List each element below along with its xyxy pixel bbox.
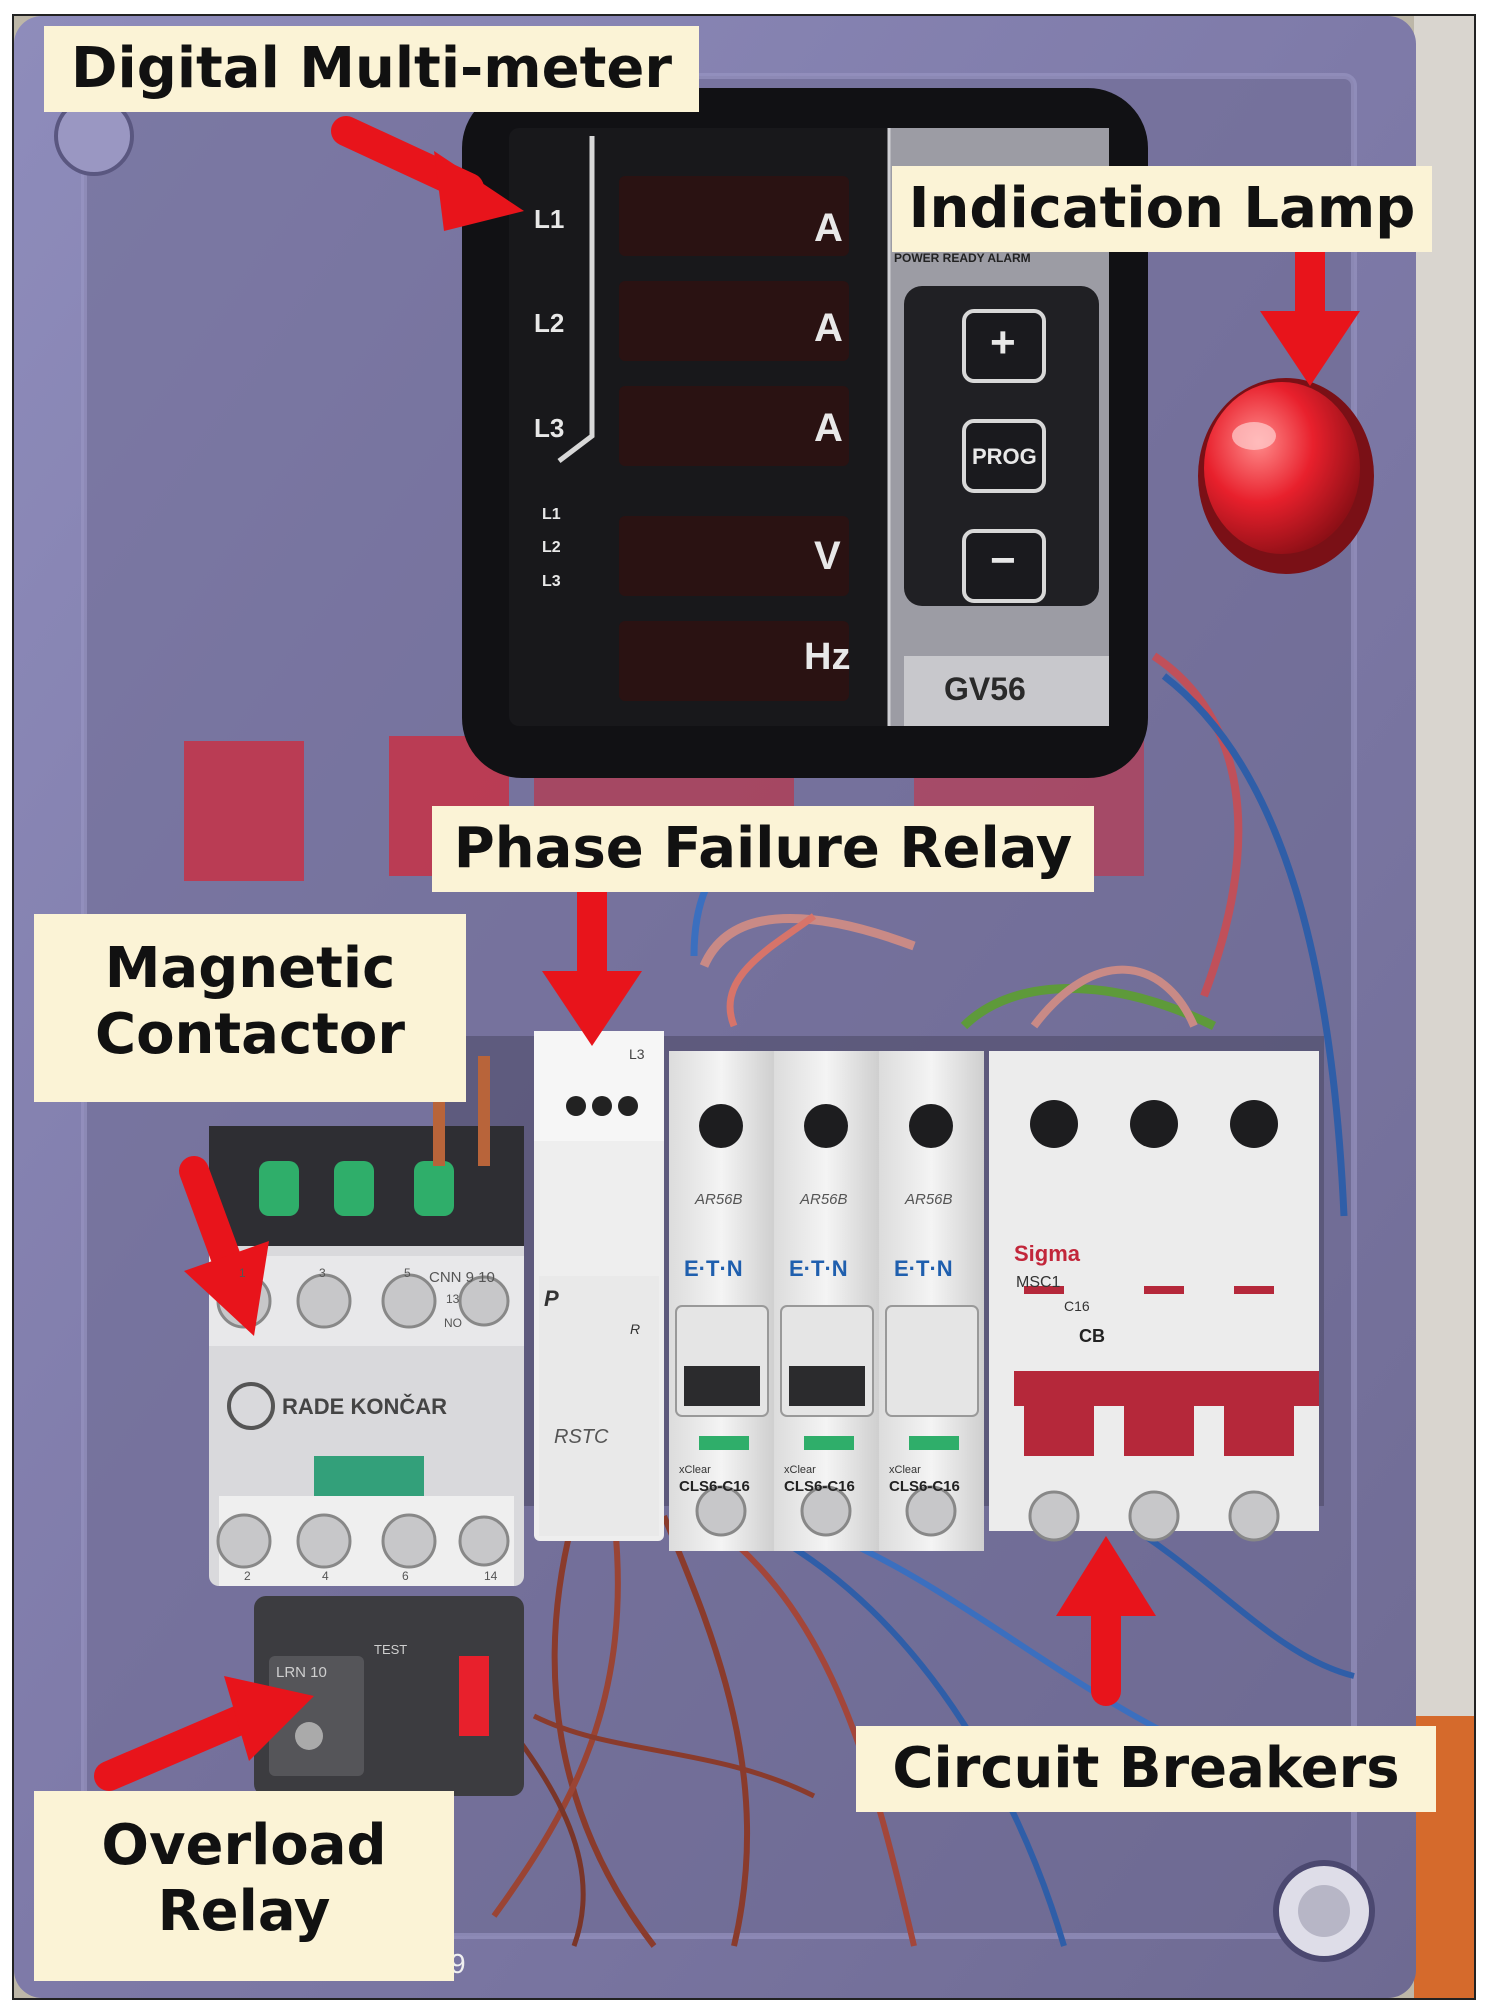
control-panel-photo: L1 L2 L3 L1 L2 L3 A A A V Hz POWER READY… [12,14,1476,2000]
indication-lamp [1198,378,1374,574]
arrow-to-overload-relay [94,1676,314,1791]
panel-photo-illustration [14,16,1474,1998]
sigma-breaker [989,1051,1319,1542]
callout-magnetic-contactor: Magnetic Contactor [34,914,466,1102]
callout-digital-multimeter: Digital Multi-meter [44,26,699,112]
callout-circuit-breakers: Circuit Breakers [856,1726,1436,1812]
callout-overload-relay: Overload Relay [34,1791,454,1981]
digital-multimeter [462,88,1148,778]
callout-phase-failure-relay: Phase Failure Relay [432,806,1094,892]
arrow-to-contactor [179,1156,269,1336]
callout-indication-lamp: Indication Lamp [892,166,1432,252]
magnetic-contactor [209,1056,524,1586]
arrow-to-circuit-breakers [1056,1536,1156,1706]
arrow-to-multimeter [331,116,524,231]
overload-relay [254,1596,524,1796]
arrow-to-lamp [1260,226,1360,386]
mcb-group [669,1051,984,1551]
phase-failure-relay [534,1031,664,1541]
